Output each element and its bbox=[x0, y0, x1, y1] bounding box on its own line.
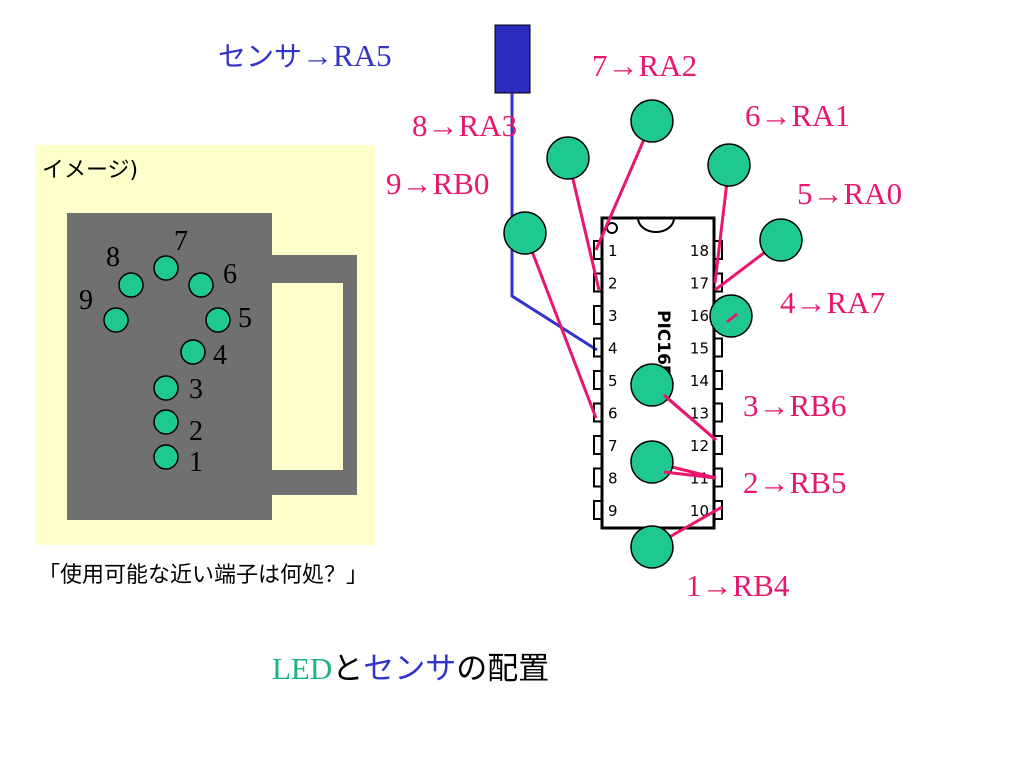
chip-pin-number-6: 6 bbox=[608, 405, 618, 423]
mug-led-group bbox=[103, 255, 231, 470]
chip-pin-number-17: 17 bbox=[690, 275, 709, 293]
chip-pin-stub-left-4 bbox=[593, 337, 602, 358]
circuit-led-8 bbox=[546, 136, 590, 180]
chip-pin-number-16: 16 bbox=[690, 307, 709, 325]
circuit-led-6 bbox=[707, 143, 751, 187]
slide-caption: LEDとセンサの配置 bbox=[272, 653, 549, 685]
chip-pin-stub-left-2 bbox=[593, 272, 602, 293]
mug-led-5 bbox=[205, 307, 231, 333]
led-label-7: 7→RA2 bbox=[592, 48, 698, 83]
sensor-wire bbox=[510, 93, 598, 352]
mug-led-8 bbox=[118, 272, 144, 298]
mug-led-1 bbox=[153, 444, 179, 470]
led-wire-4-stub bbox=[726, 312, 738, 324]
mug-number-4: 4 bbox=[213, 340, 227, 371]
chip-pin-number-2: 2 bbox=[608, 275, 618, 293]
mug-number-9: 9 bbox=[79, 285, 93, 316]
caption-to: と bbox=[332, 651, 364, 687]
chip-pin-number-7: 7 bbox=[608, 437, 618, 455]
mug-number-6: 6 bbox=[223, 259, 237, 290]
sensor-label-pin: →RA5 bbox=[302, 38, 392, 73]
led-label-5: 5→RA0 bbox=[797, 176, 903, 211]
led-label-8: 8→RA3 bbox=[412, 108, 518, 143]
led-label-3: 3→RB6 bbox=[743, 388, 847, 423]
left-pin-numbers: 1 2 3 4 5 6 7 8 9 bbox=[608, 242, 618, 520]
chip-pin-stub-left-8 bbox=[593, 467, 602, 488]
chip-pin-stub-right-15 bbox=[714, 337, 723, 358]
mug-number-3: 3 bbox=[189, 374, 203, 405]
chip-pin-number-15: 15 bbox=[690, 340, 709, 358]
chip-pin-stub-left-3 bbox=[593, 305, 602, 325]
question-text: 「使用可能な近い端子は何処？」 bbox=[38, 563, 369, 588]
circuit-led-2 bbox=[630, 440, 674, 484]
chip-pin-stub-right-12 bbox=[714, 435, 723, 455]
chip-pin-number-18: 18 bbox=[690, 242, 709, 260]
chip-pin-number-13: 13 bbox=[690, 405, 709, 423]
mug-led-7 bbox=[153, 255, 179, 281]
chip-pin-stub-left-5 bbox=[593, 370, 602, 390]
chip-pin-stub-right-10 bbox=[714, 500, 723, 520]
circuit-led-group bbox=[503, 99, 803, 569]
led-wire-8 bbox=[566, 157, 601, 291]
led-label-4: 4→RA7 bbox=[780, 285, 886, 320]
chip-pin-stub-right-11 bbox=[714, 467, 723, 488]
sensor-label: センサ→RA5 bbox=[218, 40, 392, 71]
chip-pin-number-5: 5 bbox=[608, 372, 618, 390]
chip-notch bbox=[637, 217, 675, 233]
mug-led-2 bbox=[153, 409, 179, 435]
caption-led: LED bbox=[272, 651, 333, 686]
mug-number-8: 8 bbox=[106, 242, 120, 273]
chip-pin-number-9: 9 bbox=[608, 502, 618, 520]
chip-pin-stub-right-17 bbox=[714, 272, 723, 293]
sensor-body bbox=[494, 24, 531, 94]
chip-pin-number-1: 1 bbox=[608, 242, 618, 260]
chip-pin-stub-right-13 bbox=[714, 402, 723, 423]
led-wire-over-2 bbox=[663, 470, 717, 480]
mug-number-5: 5 bbox=[238, 303, 252, 334]
chip-pin-number-14: 14 bbox=[690, 372, 709, 390]
chip-pin-stub-right-14 bbox=[714, 370, 723, 390]
chip-pin-stub-left-1 bbox=[593, 240, 602, 260]
chip-pin-number-4: 4 bbox=[608, 340, 618, 358]
led-label-9: 9→RB0 bbox=[386, 166, 490, 201]
sensor-label-name: センサ bbox=[218, 40, 303, 73]
circuit-led-4 bbox=[709, 294, 753, 338]
chip-pin-number-3: 3 bbox=[608, 307, 618, 325]
led-wire-over-3 bbox=[663, 393, 717, 442]
caption-placement: の配置 bbox=[456, 651, 550, 687]
led-wire-7 bbox=[594, 120, 654, 251]
caption-sensor: センサ bbox=[363, 651, 457, 687]
circuit-led-3 bbox=[630, 363, 674, 407]
mug-number-7: 7 bbox=[174, 226, 188, 257]
mug-led-6 bbox=[188, 272, 214, 298]
circuit-led-5 bbox=[759, 218, 803, 262]
led-label-1: 1→RB4 bbox=[686, 568, 790, 603]
chip-pin-number-8: 8 bbox=[608, 470, 618, 488]
circuit-led-9 bbox=[503, 211, 547, 255]
led-label-6: 6→RA1 bbox=[745, 98, 851, 133]
mug-led-3 bbox=[153, 375, 179, 401]
chip-pin-stub-left-7 bbox=[593, 435, 602, 455]
mug-led-4 bbox=[180, 339, 206, 365]
mug-number-2: 2 bbox=[189, 416, 203, 447]
led-label-2: 2→RB5 bbox=[743, 465, 847, 500]
image-panel-title: イメージ) bbox=[42, 158, 139, 183]
chip-pin-stub-left-9 bbox=[593, 500, 602, 520]
circuit-led-1 bbox=[630, 525, 674, 569]
chip-pin-number-12: 12 bbox=[690, 437, 709, 455]
mug-number-1: 1 bbox=[189, 447, 203, 478]
led-wire-9 bbox=[523, 232, 598, 419]
circuit-led-7 bbox=[630, 99, 674, 143]
left-pin-stubs bbox=[593, 240, 602, 520]
mug-led-9 bbox=[103, 307, 129, 333]
